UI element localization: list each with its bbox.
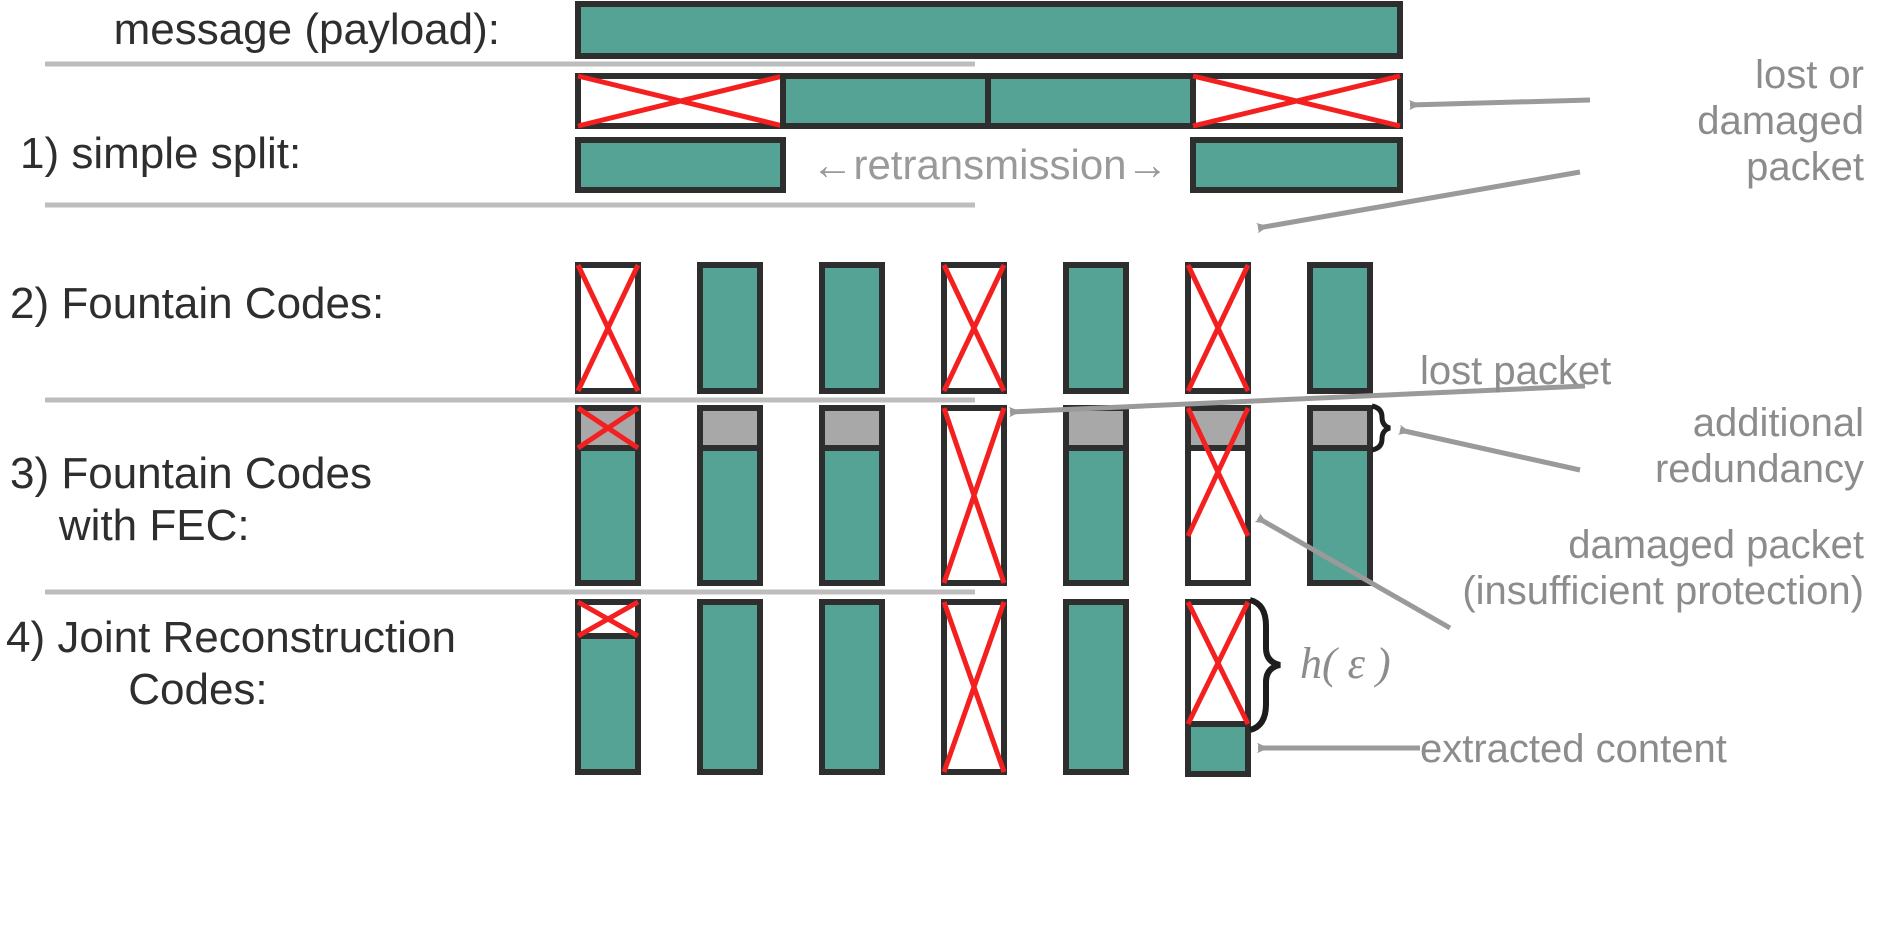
packet-retransmitted	[575, 137, 786, 193]
packet-ok	[1063, 599, 1129, 775]
annotation-h-epsilon: h( ε )	[1300, 639, 1391, 688]
row-fountain-fec-packets	[575, 403, 1391, 586]
packet-payload-segment	[819, 445, 885, 586]
loss-cross-icon	[577, 73, 784, 129]
row-simple-split-packets	[575, 73, 1403, 193]
packet-ok	[819, 599, 885, 775]
redundancy-brace	[1371, 403, 1391, 453]
leader-lost-or-damaged-2	[1256, 169, 1581, 234]
packet-payload-segment	[697, 445, 763, 586]
packet-redundancy-segment	[819, 405, 885, 451]
row-label-fountain-codes-fec: 3) Fountain Codes with FEC:	[10, 449, 372, 550]
loss-cross-icon	[941, 601, 1007, 773]
packet-redundancy-segment	[697, 405, 763, 451]
row-label-simple-split: 1) simple split:	[20, 129, 302, 178]
leader-lost-or-damaged	[1408, 97, 1591, 111]
row-label-message: message (payload):	[113, 5, 500, 54]
packet-payload-bar	[575, 1, 1403, 59]
row-message-packets	[575, 1, 1403, 59]
annotation-additional-redundancy: additional redundancy	[1654, 401, 1864, 491]
packet-chunk-ok	[985, 73, 1196, 129]
section-dividers	[45, 61, 975, 595]
loss-cross-icon	[576, 405, 640, 451]
loss-cross-icon	[575, 263, 641, 393]
row-label-fountain-codes: 2) Fountain Codes:	[10, 279, 385, 328]
leader-lost-packet	[1008, 383, 1586, 418]
retransmission-annotation: ←retransmission→	[811, 141, 1169, 188]
packet-ok	[819, 262, 885, 394]
packet-extracted-segment	[1185, 721, 1251, 777]
packet-payload-segment	[575, 633, 641, 775]
leader-damaged-packet	[1254, 512, 1452, 631]
packet-ok	[697, 262, 763, 394]
annotation-damaged-packet: damaged packet (insufficient protection)	[1462, 523, 1864, 613]
packet-ok	[1063, 262, 1129, 394]
packet-ok	[1307, 262, 1373, 394]
row-fountain-codes-packets	[575, 262, 1373, 394]
packet-payload-segment	[1307, 445, 1373, 586]
loss-cross-icon	[941, 407, 1007, 584]
packet-retransmitted	[1190, 137, 1403, 193]
row-label-joint-reconstruction: 4) Joint Reconstruction Codes:	[6, 613, 456, 714]
annotation-extracted-content: extracted content	[1420, 727, 1727, 771]
loss-cross-icon	[1185, 406, 1251, 538]
loss-cross-icon	[1185, 600, 1251, 726]
packet-payload-segment	[575, 445, 641, 586]
annotation-lost-packet: lost packet	[1420, 349, 1612, 393]
loss-cross-icon	[941, 263, 1007, 393]
packet-payload-segment	[1063, 445, 1129, 586]
entropy-brace	[1249, 597, 1281, 733]
loss-cross-icon	[576, 599, 640, 639]
annotation-leaders	[1008, 97, 1591, 754]
loss-cross-icon	[1192, 73, 1401, 129]
packet-redundancy-segment	[1063, 405, 1129, 451]
loss-cross-icon	[1185, 263, 1251, 393]
packet-ok	[697, 599, 763, 775]
packet-chunk-ok	[780, 73, 991, 129]
annotation-lost-or-damaged-packet: lost or damaged packet	[1697, 53, 1864, 189]
leader-additional-redundancy	[1397, 424, 1581, 473]
row-joint-reconstruction-packets	[575, 597, 1281, 777]
